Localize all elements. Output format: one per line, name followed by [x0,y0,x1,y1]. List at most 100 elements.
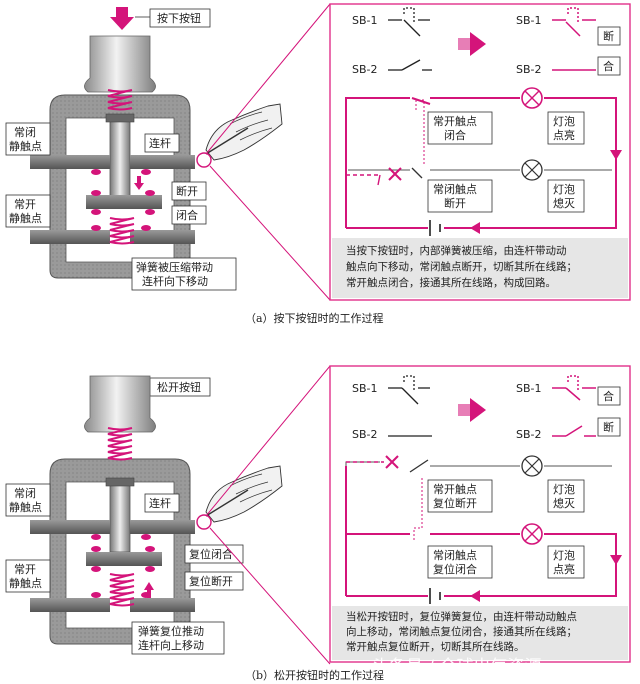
lamp-top-icon-b [521,455,543,477]
switch-symbol-after [552,7,596,71]
switch-symbol-b-before [388,375,432,437]
sb2-label-after: SB-2 [516,63,542,76]
button-cap [84,35,156,93]
state-top-b: 合 [603,389,614,403]
lamp-top-b-line1: 灯泡 [553,482,575,496]
rod-down-arrow-icon [134,176,144,190]
note-line2: 触点向下移动，常闭触点断开，切断其所在线路； [346,260,577,273]
zoom-circle-b [196,514,212,530]
contact-bottom-line1: 常闭触点 [433,182,477,196]
nc-label-b-line2: 静触点 [9,500,42,514]
note-line1: 当按下按钮时，内部弹簧被压缩，由连杆带动动 [346,244,567,257]
battery-icon [429,220,441,236]
moving-contact [86,195,162,209]
contact-dots [91,169,155,231]
spring-label-b-line1: 弹簧复位推动 [138,624,204,638]
reset-break-label: 复位断开 [189,574,233,588]
lamp-bottom-icon [521,159,543,181]
lamp-bottom-icon-b [521,523,543,545]
state-bottom-b: 断 [603,420,614,434]
lower-spring-b [109,573,135,607]
push-down-arrow-icon [110,7,134,30]
lamp-top-icon [521,87,543,109]
caption-b: （b）松开按钮时的工作过程 [245,668,384,682]
top-label: 按下按钮 [157,11,201,25]
no-label-line1: 常开 [14,198,36,211]
contact-bottom-b-line1: 常闭触点 [433,548,477,562]
nc-static-contact-left [30,155,110,169]
sb1-label-b-after: SB-1 [516,382,542,395]
rod-label-b: 连杆 [149,496,171,510]
contact-dots-b [91,534,155,598]
button-cap-b [84,375,156,433]
no-label-line2: 静触点 [9,211,42,225]
state-bottom: 合 [603,59,614,73]
lamp-top-line1: 灯泡 [553,114,575,128]
nc-label-line2: 静触点 [9,139,42,153]
nc-label-b-line1: 常闭 [14,487,36,500]
lamp-bottom-line2: 熄灭 [553,196,575,210]
upper-spring [107,89,133,111]
contact-top-line2: 闭合 [444,128,466,142]
upper-spring-b [107,427,133,461]
note-b-line3: 常开触点复位断开，切断其所在线路。 [346,640,525,653]
note-b-line1: 当松开按钮时，复位弹簧复位，由连杆带动动触点 [346,610,577,623]
transition-arrow-icon [458,32,486,56]
spring-label-line2: 连杆向下移动 [142,274,208,288]
lamp-bottom-line1: 灯泡 [553,182,575,196]
hand-icon-b [205,465,283,523]
moving-contact-b [86,552,162,566]
sb1-label: SB-1 [352,14,378,27]
active-loop [345,97,617,229]
plunger-rod [109,117,131,201]
transition-arrow-icon-b [458,398,486,422]
broken-x-icon [388,167,402,181]
lamp-top-line2: 点亮 [553,128,575,142]
panel-a: 按下按钮 [5,3,631,325]
top-label-b: 松开按钮 [157,380,201,394]
broken-x-icon-b [385,455,399,469]
lamp-top-b-line2: 熄灭 [553,496,575,510]
note-line3: 常开触点闭合，接通其所在线路，构成回路。 [346,276,556,289]
state-top: 断 [603,29,614,43]
lamp-bottom-b-line1: 灯泡 [553,548,575,562]
break-label: 断开 [176,184,198,198]
close-label: 闭合 [176,208,198,222]
zoom-circle [196,152,212,168]
hand-icon [205,103,283,161]
panel-b: 松开按钮 常闭 静触点 常开 静触点 连杆 复位闭合 [5,365,631,682]
sb2-label: SB-2 [352,63,378,76]
reset-close-label: 复位闭合 [189,547,233,561]
top-label-box [149,8,211,28]
nc-static-contact-right [130,155,195,169]
no-label-b-line1: 常开 [14,563,36,576]
note-box-b [332,606,628,660]
sb1-label-b: SB-1 [352,382,378,395]
sb2-label-b-after: SB-2 [516,428,542,441]
switch-symbol-b-after [552,375,596,437]
note-b-line2: 向上移动，常闭触点复位闭合，接通其所在线路； [346,625,577,638]
plunger-rod-b [109,481,131,553]
spring-label-b-line2: 连杆向上移动 [138,638,204,652]
battery-icon-b [429,588,441,604]
contact-bottom-b-line2: 复位闭合 [433,562,477,576]
switch-symbol-before [388,7,432,71]
rod-label: 连杆 [149,136,171,150]
nc-label-line1: 常闭 [14,126,36,139]
lower-spring [109,217,135,245]
loop-arrow-down [610,150,622,160]
no-static-contact-left [30,230,110,244]
lamp-bottom-b-line2: 点亮 [553,562,575,576]
contact-bottom-line2: 断开 [444,196,466,210]
loop-arrow-left [470,222,480,234]
no-label-b-line2: 静触点 [9,576,42,590]
contact-top-b-line1: 常开触点 [433,482,477,496]
caption-a: （a）按下按钮时的工作过程 [245,311,384,325]
spring-label-line1: 弹簧被压缩带动 [136,260,213,274]
zoom-lines [205,3,331,301]
sb2-label-b: SB-2 [352,428,378,441]
rod-up-arrow-icon [144,582,154,598]
contact-top-line1: 常开触点 [433,114,477,128]
watermark: 头条号 / 全球电气资源 [372,657,542,677]
